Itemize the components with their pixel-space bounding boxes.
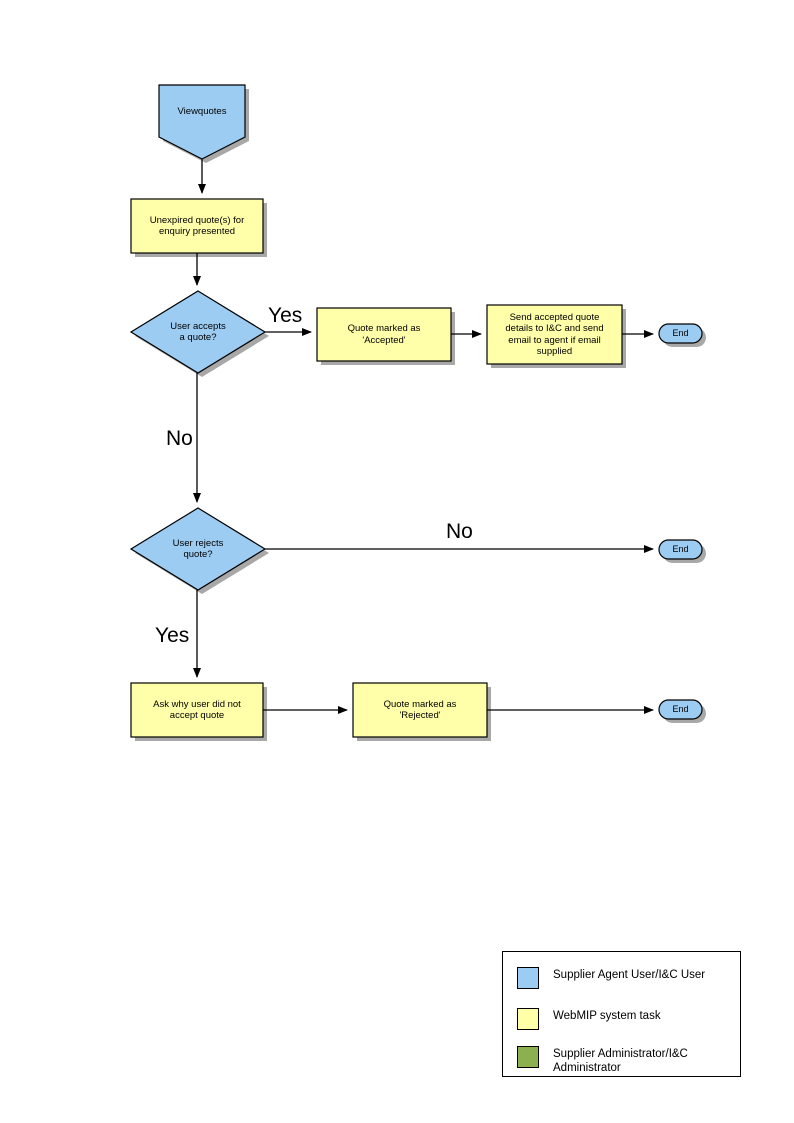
node-start-viewquotes[interactable] <box>158 84 246 160</box>
legend-swatch-system-yellow <box>517 1008 539 1030</box>
legend-item-supplier-agent: Supplier Agent User/I&C User <box>517 967 705 989</box>
legend-label-supplier-agent: Supplier Agent User/I&C User <box>553 969 706 981</box>
legend-swatch-actor-blue <box>517 967 539 989</box>
node-end-rejected[interactable] <box>658 699 703 720</box>
edge-label-rejects-yes: Yes <box>155 624 190 647</box>
legend: Supplier Agent User/I&C User WebMIP syst… <box>502 951 741 1077</box>
node-quote-marked-accepted[interactable] <box>316 307 452 362</box>
legend-swatch-admin-green <box>517 1046 539 1068</box>
connectors <box>193 159 654 714</box>
node-end-no-reject[interactable] <box>658 539 703 560</box>
shape-shadows <box>135 89 706 741</box>
legend-label-webmip-task: WebMIP system task <box>553 1010 661 1022</box>
edge-label-accepts-yes: Yes <box>268 304 303 327</box>
legend-item-webmip-task: WebMIP system task <box>517 1008 661 1030</box>
node-unexpired-quotes[interactable] <box>130 198 264 254</box>
node-decision-user-accepts[interactable] <box>129 290 267 374</box>
edge-label-accepts-no: No <box>166 427 193 450</box>
edge-label-rejects-no: No <box>446 520 473 543</box>
node-decision-user-rejects[interactable] <box>129 507 267 591</box>
node-end-accepted[interactable] <box>658 323 703 344</box>
node-send-accepted-details[interactable] <box>486 304 623 365</box>
node-ask-why-not-accept[interactable] <box>130 682 264 738</box>
node-quote-marked-rejected[interactable] <box>352 682 488 738</box>
